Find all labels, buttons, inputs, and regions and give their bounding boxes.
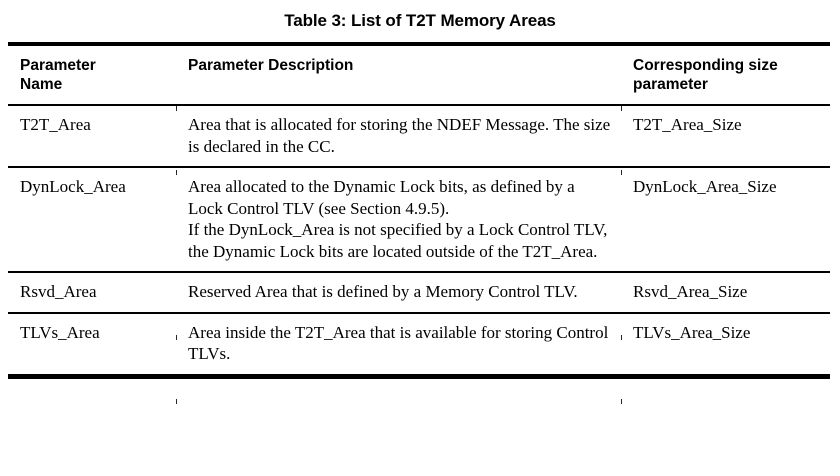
cell-parameter-name: Rsvd_Area <box>8 272 176 314</box>
description-paragraph: If the DynLock_Area is not specified by … <box>188 220 608 261</box>
column-header-parameter-name-line1: Parameter <box>20 57 96 74</box>
column-header-corresponding-size-line1: Corresponding size <box>633 57 778 74</box>
column-divider-tick <box>176 170 177 175</box>
column-header-parameter-description-line1: Parameter Description <box>188 57 354 74</box>
column-header-parameter-description: Parameter Description <box>176 46 621 106</box>
cell-parameter-description: Area allocated to the Dynamic Lock bits,… <box>176 167 621 273</box>
table-row: DynLock_Area Area allocated to the Dynam… <box>8 167 830 273</box>
cell-corresponding-size-parameter: TLVs_Area_Size <box>633 322 751 342</box>
column-header-parameter-name: Parameter Name <box>8 46 176 106</box>
table-top-rule <box>8 42 830 46</box>
column-divider-tick <box>621 106 622 111</box>
column-divider-tick <box>176 335 177 340</box>
table-bottom-rule <box>8 373 830 379</box>
table-header: Parameter Name Parameter Description Cor… <box>8 46 830 106</box>
table-caption: Table 3: List of T2T Memory Areas <box>284 11 556 30</box>
cell-corresponding-size-parameter: Rsvd_Area_Size <box>621 272 830 314</box>
table-container: Parameter Name Parameter Description Cor… <box>8 42 830 404</box>
description-paragraph: Area inside the T2T_Area that is availab… <box>188 322 609 364</box>
column-divider-tick <box>621 399 622 404</box>
t2t-memory-areas-table: Parameter Name Parameter Description Cor… <box>8 46 830 374</box>
description-paragraph: Area allocated to the Dynamic Lock bits,… <box>188 177 575 218</box>
page-top-bleed-text <box>0 0 840 3</box>
column-divider-tick <box>176 106 177 111</box>
cell-parameter-description: Reserved Area that is defined by a Memor… <box>176 272 621 314</box>
table-body: T2T_Area Area that is allocated for stor… <box>8 105 830 374</box>
cell-corresponding-size-parameter: DynLock_Area_Size <box>621 167 830 273</box>
column-divider-tick <box>621 335 622 340</box>
cell-parameter-name: DynLock_Area <box>8 167 176 273</box>
cell-parameter-name: T2T_Area <box>8 105 176 168</box>
column-header-parameter-name-line2: Name <box>20 76 63 93</box>
column-header-corresponding-size-line2: parameter <box>633 76 708 93</box>
description-paragraph: Reserved Area that is defined by a Memor… <box>188 282 578 301</box>
column-header-corresponding-size-parameter: Corresponding size parameter <box>621 46 830 106</box>
cell-parameter-description: Area inside the T2T_Area that is availab… <box>176 313 621 374</box>
table-row: Rsvd_Area Reserved Area that is defined … <box>8 272 830 314</box>
table-header-row: Parameter Name Parameter Description Cor… <box>8 46 830 106</box>
cell-corresponding-size-parameter: T2T_Area_Size <box>621 105 830 168</box>
cell-parameter-description: Area that is allocated for storing the N… <box>176 105 621 168</box>
cell-parameter-name: TLVs_Area <box>20 322 100 342</box>
column-divider-tick <box>621 170 622 175</box>
description-paragraph: Area that is allocated for storing the N… <box>188 115 611 156</box>
column-divider-tick <box>176 399 177 404</box>
table-row: T2T_Area Area that is allocated for stor… <box>8 105 830 168</box>
table-row: TLVs_Area Area inside the T2T_Area that … <box>8 313 830 374</box>
